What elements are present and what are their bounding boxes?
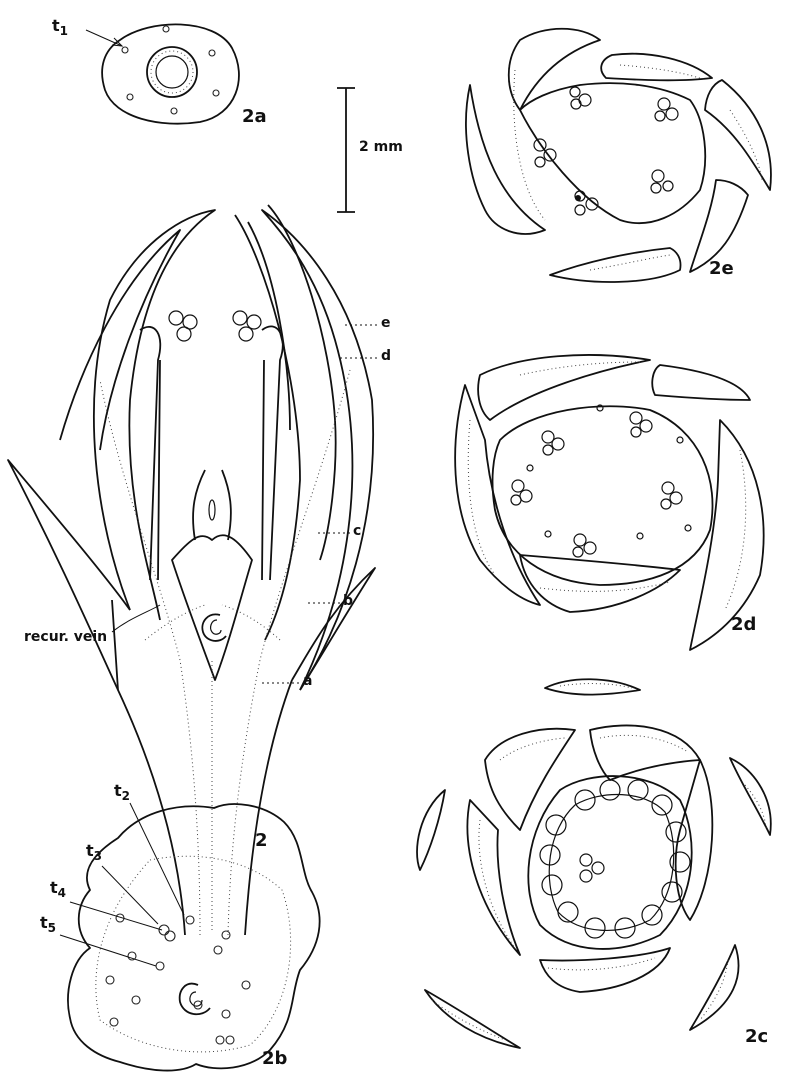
callout-b: b — [343, 594, 353, 608]
callout-t1: t1 — [52, 18, 68, 37]
fig-2c-label: 2c — [745, 1028, 768, 1046]
callout-t3: t3 — [86, 843, 102, 862]
fig-2d-section — [455, 355, 763, 650]
fig-2e-section — [466, 29, 771, 282]
fig-2e-label: 2e — [709, 260, 734, 278]
callout-t2: t2 — [114, 783, 130, 802]
scale-bar-label: 2 mm — [359, 140, 403, 154]
fig-2a-section — [86, 24, 239, 123]
fig-2-longitudinal-section — [8, 205, 378, 935]
fig-2a-label: 2a — [242, 108, 267, 126]
callout-d: d — [381, 349, 391, 363]
fig-2-label: 2 — [255, 832, 268, 850]
fig-2c-section — [417, 679, 771, 1048]
scale-bar — [337, 88, 355, 212]
fig-2d-label: 2d — [731, 616, 756, 634]
recur-vein-label: recur. vein — [24, 630, 107, 644]
callout-c: c — [353, 524, 361, 538]
fig-2b-label: 2b — [262, 1050, 287, 1068]
callout-t5: t5 — [40, 915, 56, 934]
callout-e: e — [381, 316, 391, 330]
callout-t4: t4 — [50, 880, 66, 899]
callout-a: a — [303, 674, 312, 688]
